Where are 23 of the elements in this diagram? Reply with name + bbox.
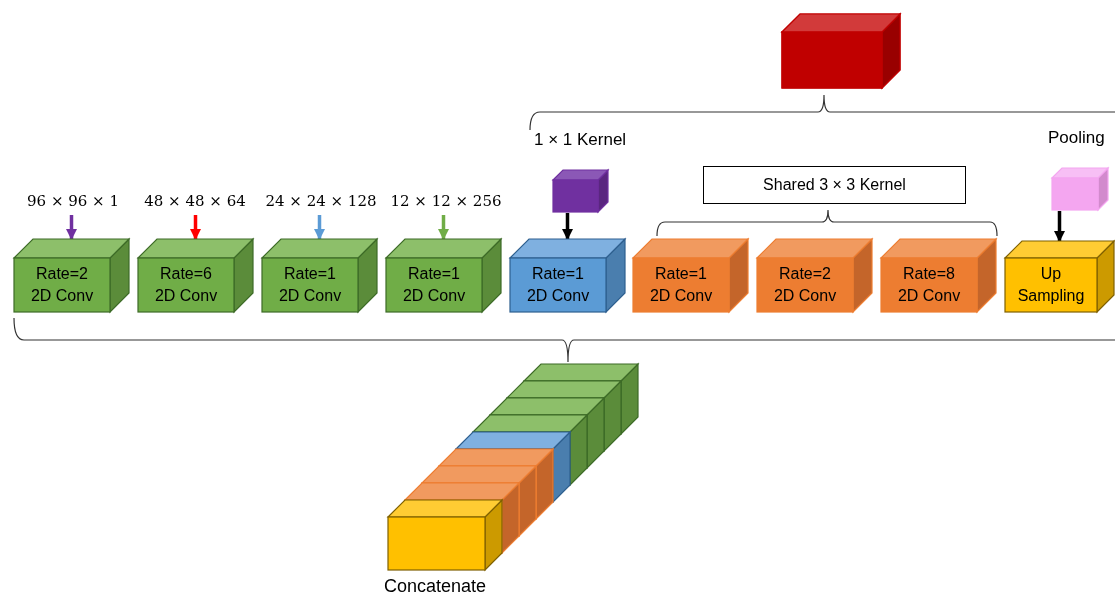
kernel-heading: 1 × 1 Kernel bbox=[534, 130, 627, 150]
kernel-heading: Pooling bbox=[1048, 128, 1105, 148]
block-label: Rate=2 2D Conv bbox=[29, 264, 95, 306]
arrow bbox=[189, 215, 202, 241]
block-label: Rate=2 2D Conv bbox=[772, 264, 838, 306]
block-label: Rate=1 2D Conv bbox=[648, 264, 714, 306]
stack-caption: Concatenate bbox=[384, 576, 487, 597]
block-label: Rate=8 2D Conv bbox=[896, 264, 962, 306]
kernel-box: Shared 3 × 3 Kernel bbox=[703, 166, 966, 204]
arrow bbox=[437, 215, 450, 241]
arrow bbox=[1053, 211, 1066, 243]
block-label: Rate=1 2D Conv bbox=[277, 264, 343, 306]
arrow bbox=[65, 215, 78, 241]
dimension-label: 96 × 96 × 1 bbox=[26, 192, 120, 210]
block-label: Rate=1 2D Conv bbox=[525, 264, 591, 306]
dimension-label: 12 × 12 × 256 bbox=[389, 192, 503, 210]
block-label: Rate=6 2D Conv bbox=[153, 264, 219, 306]
dimension-label: 48 × 48 × 64 bbox=[143, 192, 247, 210]
block-label: Rate=1 2D Conv bbox=[401, 264, 467, 306]
dimension-label: 24 × 24 × 128 bbox=[264, 192, 378, 210]
arrow bbox=[313, 215, 326, 241]
arrow bbox=[561, 213, 574, 241]
block-label: Up Sampling bbox=[1016, 264, 1086, 306]
